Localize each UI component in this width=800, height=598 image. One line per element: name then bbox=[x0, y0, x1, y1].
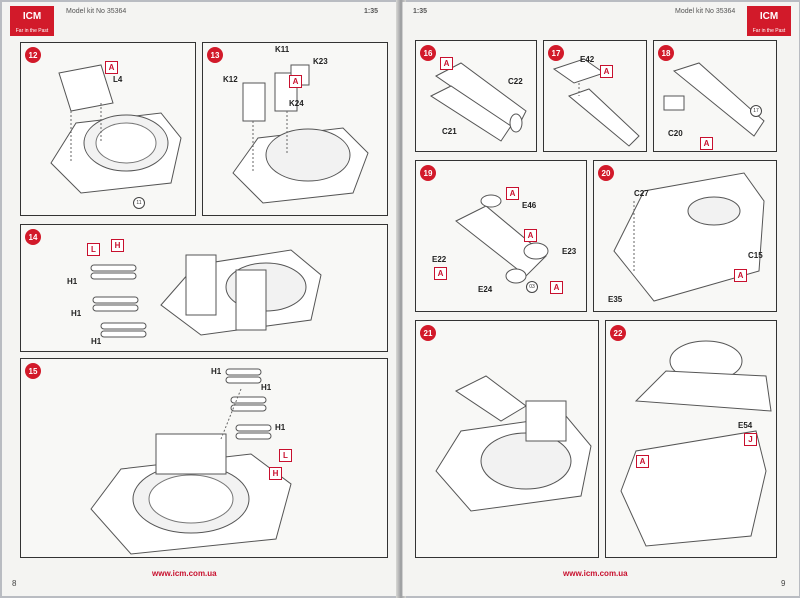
color-tag: J bbox=[744, 433, 757, 446]
step-18-panel: 18 17 C20 A bbox=[653, 40, 777, 152]
part-label: E35 bbox=[608, 295, 623, 304]
color-tag: A bbox=[700, 137, 713, 150]
model-kit-number: Model kit No 35364 bbox=[66, 8, 127, 15]
part-label: E23 bbox=[562, 247, 577, 256]
step-14-panel: 14 L H H1 H1 H1 bbox=[20, 224, 388, 352]
step-number: 21 bbox=[420, 325, 436, 341]
step-19-panel: 19 A E46 A E22 A E23 E24 03 A bbox=[415, 160, 587, 312]
part-label: K12 bbox=[223, 75, 238, 84]
step-number: 22 bbox=[610, 325, 626, 341]
gun-part-drawing bbox=[552, 58, 640, 147]
part-label: E42 bbox=[580, 55, 595, 64]
step-number: 12 bbox=[25, 47, 41, 63]
step-number: 20 bbox=[598, 165, 614, 181]
page-number: 8 bbox=[12, 579, 17, 588]
step-number: 17 bbox=[548, 45, 564, 61]
part-label: K11 bbox=[275, 45, 290, 54]
step-12-panel: 12 L4 A 11 bbox=[20, 42, 196, 216]
color-tag: A bbox=[600, 65, 613, 78]
part-label: C21 bbox=[442, 127, 457, 136]
step-13-panel: 13 K11 K23 K12 K24 A bbox=[202, 42, 388, 216]
step-reference: 11 bbox=[133, 197, 145, 209]
website-url: www.icm.com.ua bbox=[152, 569, 217, 578]
turret-drawing bbox=[435, 375, 592, 512]
part-label: H1 bbox=[71, 309, 82, 318]
color-tag: A bbox=[636, 455, 649, 468]
hull-drawing bbox=[620, 340, 772, 547]
step-reference: 03 bbox=[526, 281, 538, 293]
part-label: E24 bbox=[478, 285, 493, 294]
step-number: 15 bbox=[25, 363, 41, 379]
turret-drawing bbox=[613, 172, 765, 302]
step-15-panel: 15 H1 H1 H1 L H bbox=[20, 358, 388, 558]
turret-drawing bbox=[90, 368, 292, 555]
color-tag: A bbox=[506, 187, 519, 200]
gun-part-drawing bbox=[663, 62, 765, 137]
color-tag: A bbox=[289, 75, 302, 88]
color-tag: A bbox=[734, 269, 747, 282]
step-21-panel: 21 bbox=[415, 320, 599, 558]
step-number: 19 bbox=[420, 165, 436, 181]
step-22-panel: 22 E54 J A bbox=[605, 320, 777, 558]
step-number: 13 bbox=[207, 47, 223, 63]
color-tag: A bbox=[440, 57, 453, 70]
turret-drawing bbox=[90, 249, 322, 338]
part-label: C15 bbox=[748, 251, 763, 260]
color-tag: L bbox=[87, 243, 100, 256]
part-label: K24 bbox=[289, 99, 304, 108]
step-number: 16 bbox=[420, 45, 436, 61]
color-tag: A bbox=[105, 61, 118, 74]
gun-part-drawing bbox=[455, 194, 549, 284]
website-url: www.icm.com.ua bbox=[563, 569, 628, 578]
model-kit-number: Model kit No 35364 bbox=[675, 8, 736, 15]
step-20-panel: 20 C27 C15 A E35 bbox=[593, 160, 777, 312]
part-label: H1 bbox=[67, 277, 78, 286]
color-tag: H bbox=[111, 239, 124, 252]
color-tag: H bbox=[269, 467, 282, 480]
step-17-panel: 17 E42 A bbox=[543, 40, 647, 152]
part-label: E46 bbox=[522, 201, 537, 210]
part-label: L4 bbox=[113, 75, 123, 84]
gun-part-drawing bbox=[429, 62, 527, 142]
part-label: C27 bbox=[634, 189, 649, 198]
page-number: 9 bbox=[781, 579, 786, 588]
part-label: C20 bbox=[668, 129, 683, 138]
part-label: C22 bbox=[508, 77, 523, 86]
part-label: E22 bbox=[432, 255, 447, 264]
part-label: H1 bbox=[211, 367, 222, 376]
part-label: H1 bbox=[261, 383, 272, 392]
scale-label: 1:35 bbox=[364, 8, 379, 15]
step-number: 18 bbox=[658, 45, 674, 61]
color-tag: A bbox=[434, 267, 447, 280]
part-label: H1 bbox=[91, 337, 102, 346]
turret-drawing bbox=[232, 64, 369, 204]
color-tag: A bbox=[524, 229, 537, 242]
step-number: 14 bbox=[25, 229, 41, 245]
part-label: E54 bbox=[738, 421, 753, 430]
step-reference: 17 bbox=[750, 105, 762, 117]
scale-label: 1:35 bbox=[413, 8, 428, 15]
color-tag: A bbox=[550, 281, 563, 294]
color-tag: L bbox=[279, 449, 292, 462]
turret-drawing bbox=[50, 64, 182, 194]
book-gutter bbox=[396, 0, 406, 598]
part-label: H1 bbox=[275, 423, 286, 432]
step-16-panel: 16 A C22 C21 bbox=[415, 40, 537, 152]
part-label: K23 bbox=[313, 57, 328, 66]
